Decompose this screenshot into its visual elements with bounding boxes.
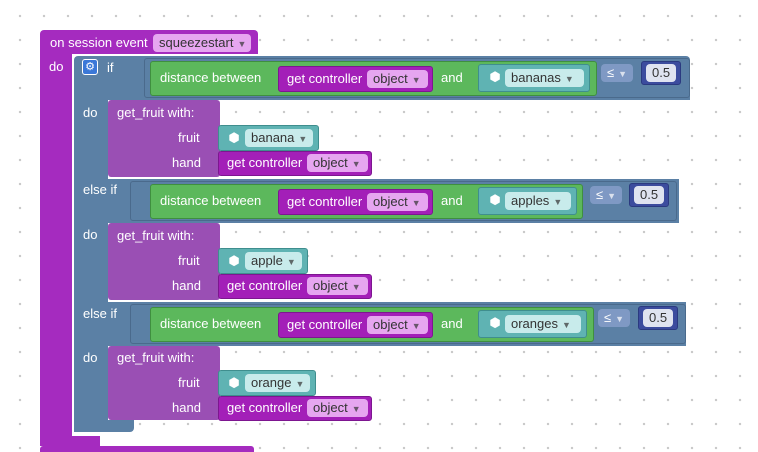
hand-object-value-3: object xyxy=(313,400,348,415)
elseif-label-2: else if xyxy=(83,306,117,321)
chevron-down-icon: ▼ xyxy=(411,75,421,85)
target-dropdown-1[interactable]: bananas▼ xyxy=(505,69,584,87)
event-dropdown-value: squeezestart xyxy=(159,35,234,50)
chevron-down-icon: ▼ xyxy=(618,69,628,79)
event-label: on session event xyxy=(50,35,148,50)
if-block-spine xyxy=(74,100,108,432)
event-dropdown[interactable]: squeezestart▼ xyxy=(153,34,251,52)
compare-op-dropdown-2[interactable]: ≤▼ xyxy=(590,186,622,204)
object-dropdown-1[interactable]: object▼ xyxy=(367,70,428,88)
hand-param-label-1: hand xyxy=(172,155,201,170)
hand-object-dropdown-2[interactable]: object▼ xyxy=(307,277,368,295)
chevron-down-icon: ▼ xyxy=(286,257,296,267)
do-label-3: do xyxy=(83,350,98,365)
gear-icon[interactable]: ⚙ xyxy=(82,59,98,75)
target-dropdown-2[interactable]: apples▼ xyxy=(505,192,571,210)
function-label-1: get_fruit with: xyxy=(117,105,195,120)
get-controller-label-2: get controller xyxy=(287,194,363,209)
threshold-field-1[interactable]: 0.5 xyxy=(646,64,676,82)
fruit-value-2: apple xyxy=(251,253,283,268)
and-label-1: and xyxy=(441,70,463,85)
hand-object-value-2: object xyxy=(313,278,348,293)
get-controller-label-1: get controller xyxy=(287,71,363,86)
threshold-field-2[interactable]: 0.5 xyxy=(634,186,664,204)
distance-label-1: distance between xyxy=(160,70,262,85)
chevron-down-icon: ▼ xyxy=(615,314,625,324)
fruit-dropdown-2[interactable]: apple▼ xyxy=(245,252,302,270)
hand-controller-label-1: get controller xyxy=(227,155,303,170)
cube-icon: ⬢ xyxy=(489,69,501,84)
do-label-2: do xyxy=(83,227,98,242)
fruit-param-label-1: fruit xyxy=(178,130,200,145)
function-call-1[interactable] xyxy=(108,100,220,177)
chevron-down-icon: ▼ xyxy=(607,191,617,201)
and-label-2: and xyxy=(441,193,463,208)
function-label-3: get_fruit with: xyxy=(117,350,195,365)
distance-label-3: distance between xyxy=(160,316,262,331)
compare-op-3: ≤ xyxy=(604,310,612,325)
target-value-2: apples xyxy=(511,193,550,208)
object-dropdown-value-2: object xyxy=(373,194,408,209)
and-label-3: and xyxy=(441,316,463,331)
compare-op-dropdown-3[interactable]: ≤▼ xyxy=(598,309,630,327)
chevron-down-icon: ▼ xyxy=(295,379,305,389)
target-value-3: oranges xyxy=(511,316,558,331)
chevron-down-icon: ▼ xyxy=(351,159,361,169)
function-label-2: get_fruit with: xyxy=(117,228,195,243)
cube-icon: ⬢ xyxy=(489,192,501,207)
get-controller-label-3: get controller xyxy=(287,317,363,332)
fruit-value-3: orange xyxy=(251,375,292,390)
fruit-param-label-3: fruit xyxy=(178,375,200,390)
cube-icon: ⬢ xyxy=(228,130,240,145)
threshold-value-1: 0.5 xyxy=(652,65,671,80)
fruit-value-1: banana xyxy=(251,130,295,145)
chevron-down-icon: ▼ xyxy=(237,39,247,49)
chevron-down-icon: ▼ xyxy=(553,197,563,207)
compare-op-dropdown-1[interactable]: ≤▼ xyxy=(601,64,633,82)
chevron-down-icon: ▼ xyxy=(561,320,571,330)
chevron-down-icon: ▼ xyxy=(411,321,421,331)
fruit-param-label-2: fruit xyxy=(178,253,200,268)
chevron-down-icon: ▼ xyxy=(564,74,574,84)
compare-op-1: ≤ xyxy=(607,65,615,80)
object-dropdown-value-1: object xyxy=(373,71,408,86)
event-block-foot xyxy=(40,436,100,446)
object-dropdown-2[interactable]: object▼ xyxy=(367,193,428,211)
distance-label-2: distance between xyxy=(160,193,262,208)
cube-icon: ⬢ xyxy=(228,375,240,390)
chevron-down-icon: ▼ xyxy=(411,198,421,208)
cube-icon: ⬢ xyxy=(228,253,240,268)
target-value-1: bananas xyxy=(511,70,561,85)
if-block-foot xyxy=(74,420,134,432)
threshold-value-3: 0.5 xyxy=(649,310,668,325)
threshold-value-2: 0.5 xyxy=(640,187,659,202)
hand-param-label-3: hand xyxy=(172,400,201,415)
hand-object-dropdown-1[interactable]: object▼ xyxy=(307,154,368,172)
target-dropdown-3[interactable]: oranges▼ xyxy=(505,315,581,333)
chevron-down-icon: ▼ xyxy=(298,134,308,144)
fruit-dropdown-3[interactable]: orange▼ xyxy=(245,374,310,392)
do-label-1: do xyxy=(83,105,98,120)
object-dropdown-3[interactable]: object▼ xyxy=(367,316,428,334)
elseif-label-1: else if xyxy=(83,182,117,197)
hand-object-dropdown-3[interactable]: object▼ xyxy=(307,399,368,417)
hand-controller-label-3: get controller xyxy=(227,400,303,415)
cube-icon: ⬢ xyxy=(489,315,501,330)
threshold-field-3[interactable]: 0.5 xyxy=(643,309,673,327)
chevron-down-icon: ▼ xyxy=(351,404,361,414)
object-dropdown-value-3: object xyxy=(373,317,408,332)
event-do-label: do xyxy=(49,59,64,74)
function-call-3[interactable] xyxy=(108,346,220,420)
hand-object-value-1: object xyxy=(313,155,348,170)
hand-param-label-2: hand xyxy=(172,278,201,293)
next-block-edge xyxy=(40,446,254,452)
fruit-dropdown-1[interactable]: banana▼ xyxy=(245,129,313,147)
function-call-2[interactable] xyxy=(108,223,220,300)
if-label: if xyxy=(107,60,114,75)
compare-op-2: ≤ xyxy=(596,187,604,202)
event-block-body xyxy=(40,54,72,446)
hand-controller-label-2: get controller xyxy=(227,278,303,293)
chevron-down-icon: ▼ xyxy=(351,282,361,292)
